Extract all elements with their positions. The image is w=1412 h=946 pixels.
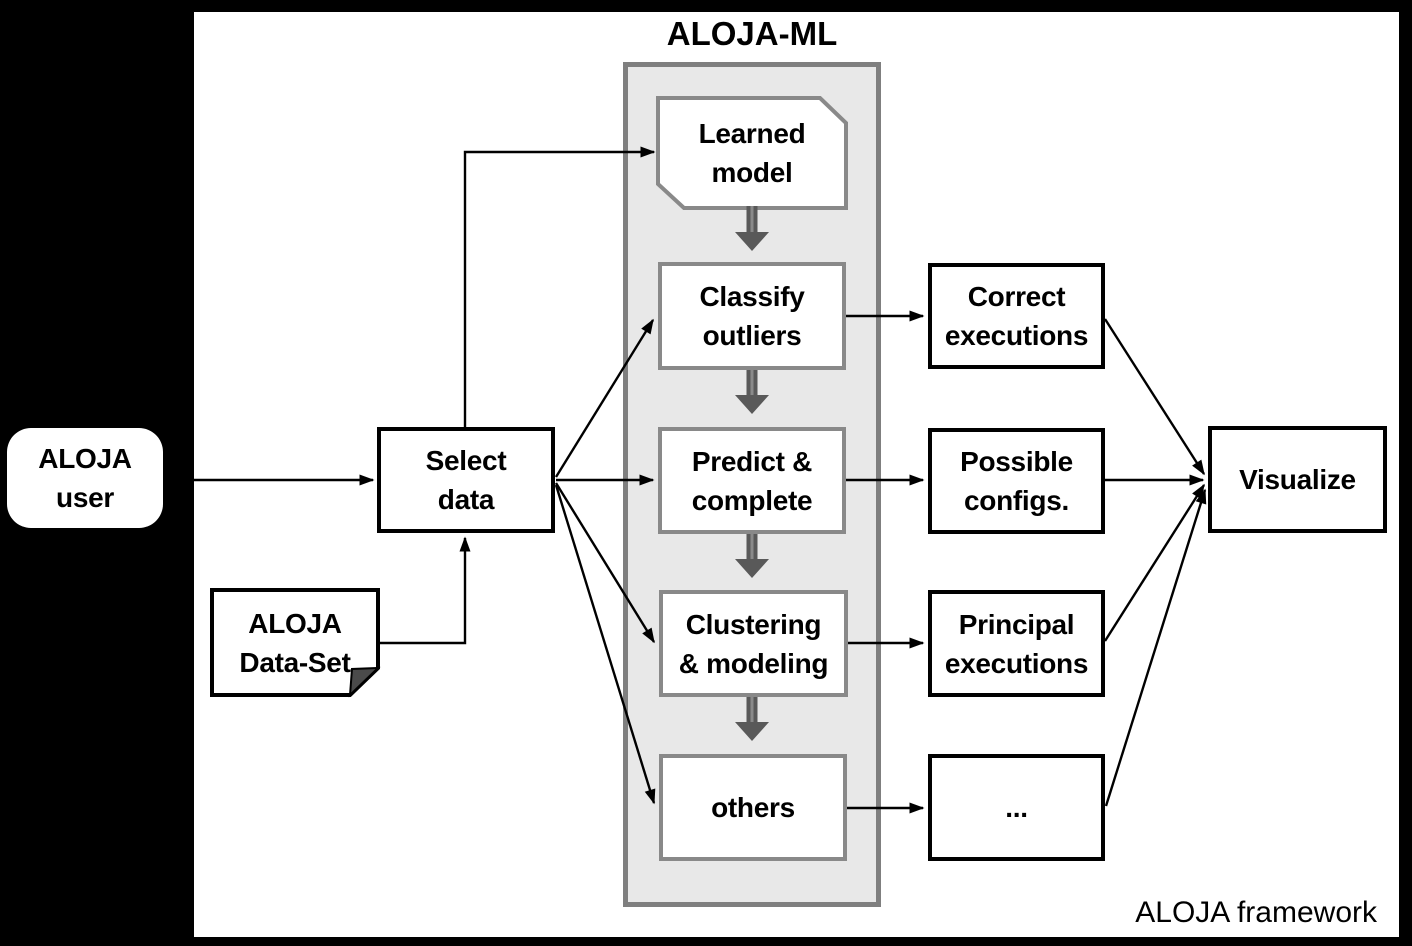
node-learned-model: Learned model [698,118,806,188]
node-classify-outliers: Classify outliers [658,262,846,370]
node-more: ... [928,754,1105,861]
node-principal-executions: Principal executions [928,590,1105,697]
framework-label: ALOJA framework [1135,896,1377,929]
node-others: others [659,754,847,861]
aloja-ml-title: ALOJA-ML [666,15,838,52]
node-predict-complete: Predict & complete [658,427,846,534]
node-visualize: Visualize [1208,426,1387,533]
node-correct-executions: Correct executions [928,263,1105,369]
node-aloja-user: ALOJA user [7,428,163,528]
node-select-data: Select data [377,427,555,533]
node-aloja-dataset: ALOJA Data-Set [239,607,351,678]
node-possible-configs: Possible configs. [928,428,1105,534]
node-clustering-modeling: Clustering & modeling [659,590,848,697]
